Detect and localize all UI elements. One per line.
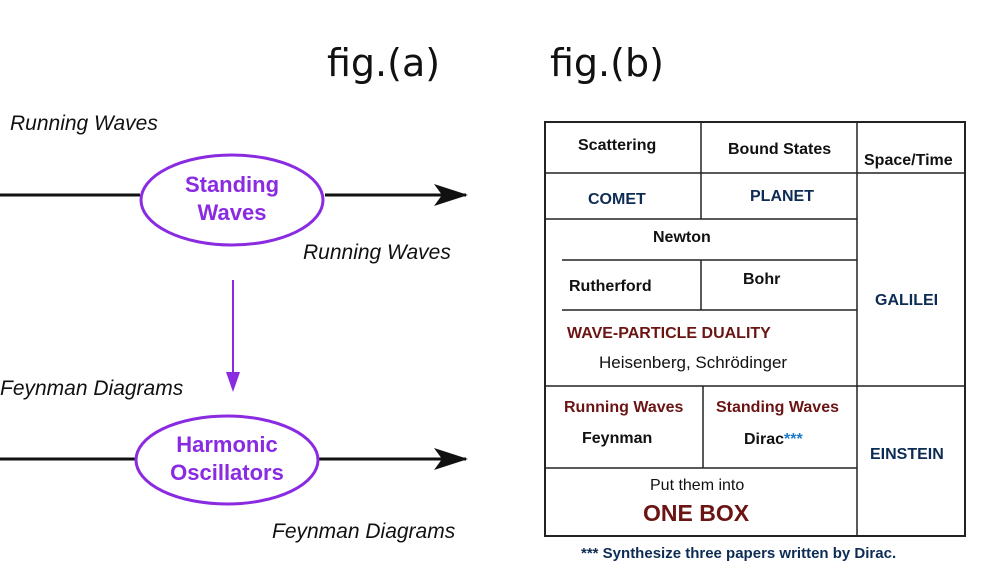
cell-einstein: EINSTEIN xyxy=(870,446,944,463)
dirac-name: Dirac xyxy=(744,431,785,448)
dirac-stars: *** xyxy=(784,431,803,448)
cell-one-box: ONE BOX xyxy=(643,500,750,526)
cell-standing-waves: Standing Waves xyxy=(716,399,839,416)
bottom-arrow-head xyxy=(434,448,468,470)
cell-bohr: Bohr xyxy=(743,271,781,288)
cell-heisenberg-schrodinger: Heisenberg, Schrödinger xyxy=(599,353,788,372)
footnote: *** Synthesize three papers written by D… xyxy=(581,545,897,562)
cell-newton: Newton xyxy=(653,229,711,246)
standing-waves-ellipse xyxy=(139,153,325,247)
harmonic-oscillators-label: Harmonic Oscillators xyxy=(154,431,300,487)
standing-waves-line1: Standing xyxy=(184,172,280,197)
header-bound-states: Bound States xyxy=(728,141,832,158)
running-waves-label-top: Running Waves xyxy=(10,112,158,135)
header-scattering: Scattering xyxy=(578,137,657,154)
cell-put-them-into: Put them into xyxy=(650,477,745,494)
fig-a-title: fig.(a) xyxy=(327,41,441,85)
cell-running-waves: Running Waves xyxy=(564,399,684,416)
cell-rutherford: Rutherford xyxy=(569,278,652,295)
standing-waves-line2: Waves xyxy=(197,200,267,225)
feynman-diagrams-label-bottom: Feynman Diagrams xyxy=(272,520,456,543)
header-space-time: Space/Time xyxy=(864,152,953,169)
cell-dirac: Dirac*** xyxy=(744,431,803,449)
feynman-diagrams-label-top: Feynman Diagrams xyxy=(0,377,184,400)
cell-galilei: GALILEI xyxy=(875,292,939,309)
harmonic-oscillators-line2: Oscillators xyxy=(170,460,284,485)
harmonic-oscillators-ellipse xyxy=(134,414,320,506)
cell-planet: PLANET xyxy=(750,188,814,205)
cell-feynman: Feynman xyxy=(582,430,653,447)
cell-comet: COMET xyxy=(588,191,646,208)
purple-down-arrow-head xyxy=(226,372,240,392)
running-waves-label-bottom: Running Waves xyxy=(303,241,451,264)
harmonic-oscillators-line1: Harmonic xyxy=(176,432,278,457)
top-arrow-head xyxy=(434,184,468,206)
physics-table-grid xyxy=(544,121,966,537)
fig-b-title: fig.(b) xyxy=(550,41,664,85)
cell-wave-particle-duality: WAVE-PARTICLE DUALITY xyxy=(567,325,771,342)
standing-waves-label: Standing Waves xyxy=(163,171,301,227)
